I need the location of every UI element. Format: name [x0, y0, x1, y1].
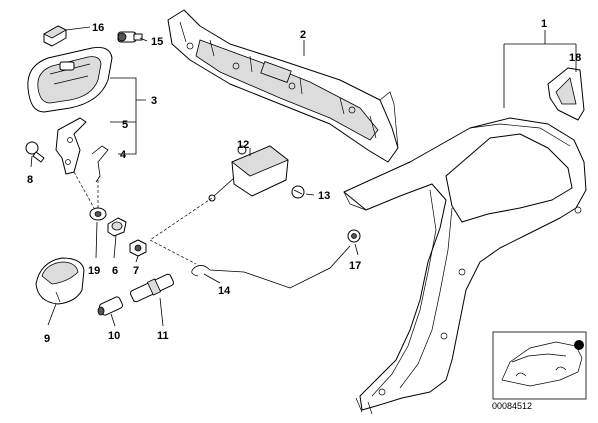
fuel-cap-part[interactable] — [35, 257, 85, 305]
label-part-6: 6 — [112, 265, 118, 277]
bolt-part[interactable] — [291, 185, 305, 199]
label-part-13: 13 — [318, 190, 330, 202]
rear-panel[interactable] — [167, 9, 399, 163]
label-part-9: 9 — [44, 333, 50, 345]
label-part-12: 12 — [237, 139, 249, 151]
location-marker-icon — [574, 340, 584, 350]
location-inset — [492, 331, 587, 400]
label-part-18: 18 — [569, 52, 581, 64]
label-part-3: 3 — [151, 95, 157, 107]
label-part-7: 7 — [133, 265, 139, 277]
label-part-19: 19 — [88, 265, 100, 277]
hose-part[interactable] — [130, 273, 175, 303]
cable-part[interactable] — [191, 245, 351, 289]
latch-part[interactable] — [55, 117, 87, 175]
label-part-1: 1 — [541, 18, 547, 30]
bulb-socket-part[interactable] — [117, 31, 143, 43]
label-part-8: 8 — [27, 174, 33, 186]
label-part-10: 10 — [108, 330, 120, 342]
label-part-17: 17 — [349, 260, 361, 272]
grommet-cable-part[interactable] — [347, 229, 361, 243]
nut-part[interactable] — [129, 239, 147, 257]
label-part-16: 16 — [92, 22, 104, 34]
label-part-5: 5 — [122, 119, 128, 131]
label-part-11: 11 — [157, 330, 169, 342]
actuator-part[interactable] — [208, 145, 289, 202]
spring-part[interactable] — [91, 145, 109, 183]
screw-part[interactable] — [25, 141, 45, 163]
side-panel[interactable] — [343, 117, 587, 415]
label-part-15: 15 — [151, 36, 163, 48]
clip-part[interactable] — [43, 25, 67, 47]
fuel-filler-flap[interactable] — [27, 47, 113, 113]
label-part-4: 4 — [120, 149, 127, 161]
diagram-code: 00084512 — [492, 401, 532, 411]
corner-bracket-part[interactable] — [547, 67, 585, 121]
label-part-14: 14 — [218, 285, 231, 297]
bushing-part[interactable] — [107, 217, 127, 237]
connector-part[interactable] — [97, 296, 124, 316]
label-part-2: 2 — [300, 29, 306, 41]
grommet-part[interactable] — [89, 207, 107, 221]
